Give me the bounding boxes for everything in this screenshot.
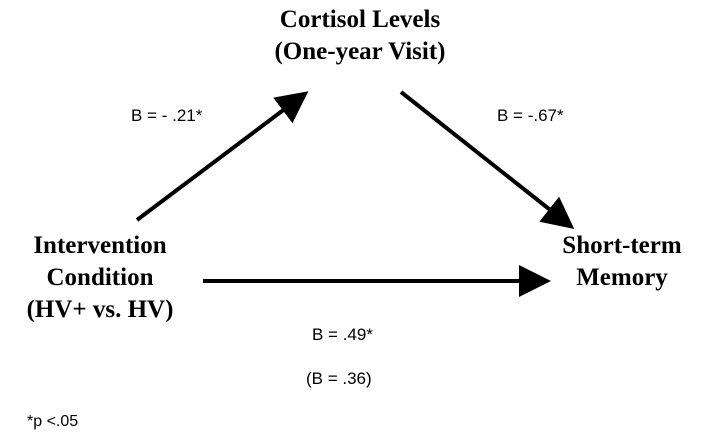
arrow-predictor-to-mediator <box>135 91 309 222</box>
predictor-label-line3: (HV+ vs. HV) <box>26 296 174 323</box>
mediator-label-line1: Cortisol Levels <box>279 6 441 33</box>
predictor-node: Intervention Condition (HV+ vs. HV) <box>0 230 200 326</box>
mediator-node: Cortisol Levels (One-year Visit) <box>240 4 480 68</box>
path-c-prime-coefficient: (B = .36) <box>306 369 372 388</box>
predictor-label-line1: Intervention <box>33 232 167 259</box>
predictor-label-line2: Condition <box>46 264 154 291</box>
path-b-coefficient: B = -.67* <box>497 106 564 125</box>
outcome-node: Short-term Memory <box>540 230 704 294</box>
arrow-mediator-to-outcome <box>399 90 575 229</box>
outcome-label-line2: Memory <box>576 264 668 291</box>
significance-footnote: *p <.05 <box>27 413 79 430</box>
path-a-coefficient: B = - .21* <box>131 106 203 125</box>
outcome-label-line1: Short-term <box>562 232 682 259</box>
mediator-label-line2: (One-year Visit) <box>274 38 446 65</box>
path-c-coefficient: B = .49* <box>312 325 373 344</box>
